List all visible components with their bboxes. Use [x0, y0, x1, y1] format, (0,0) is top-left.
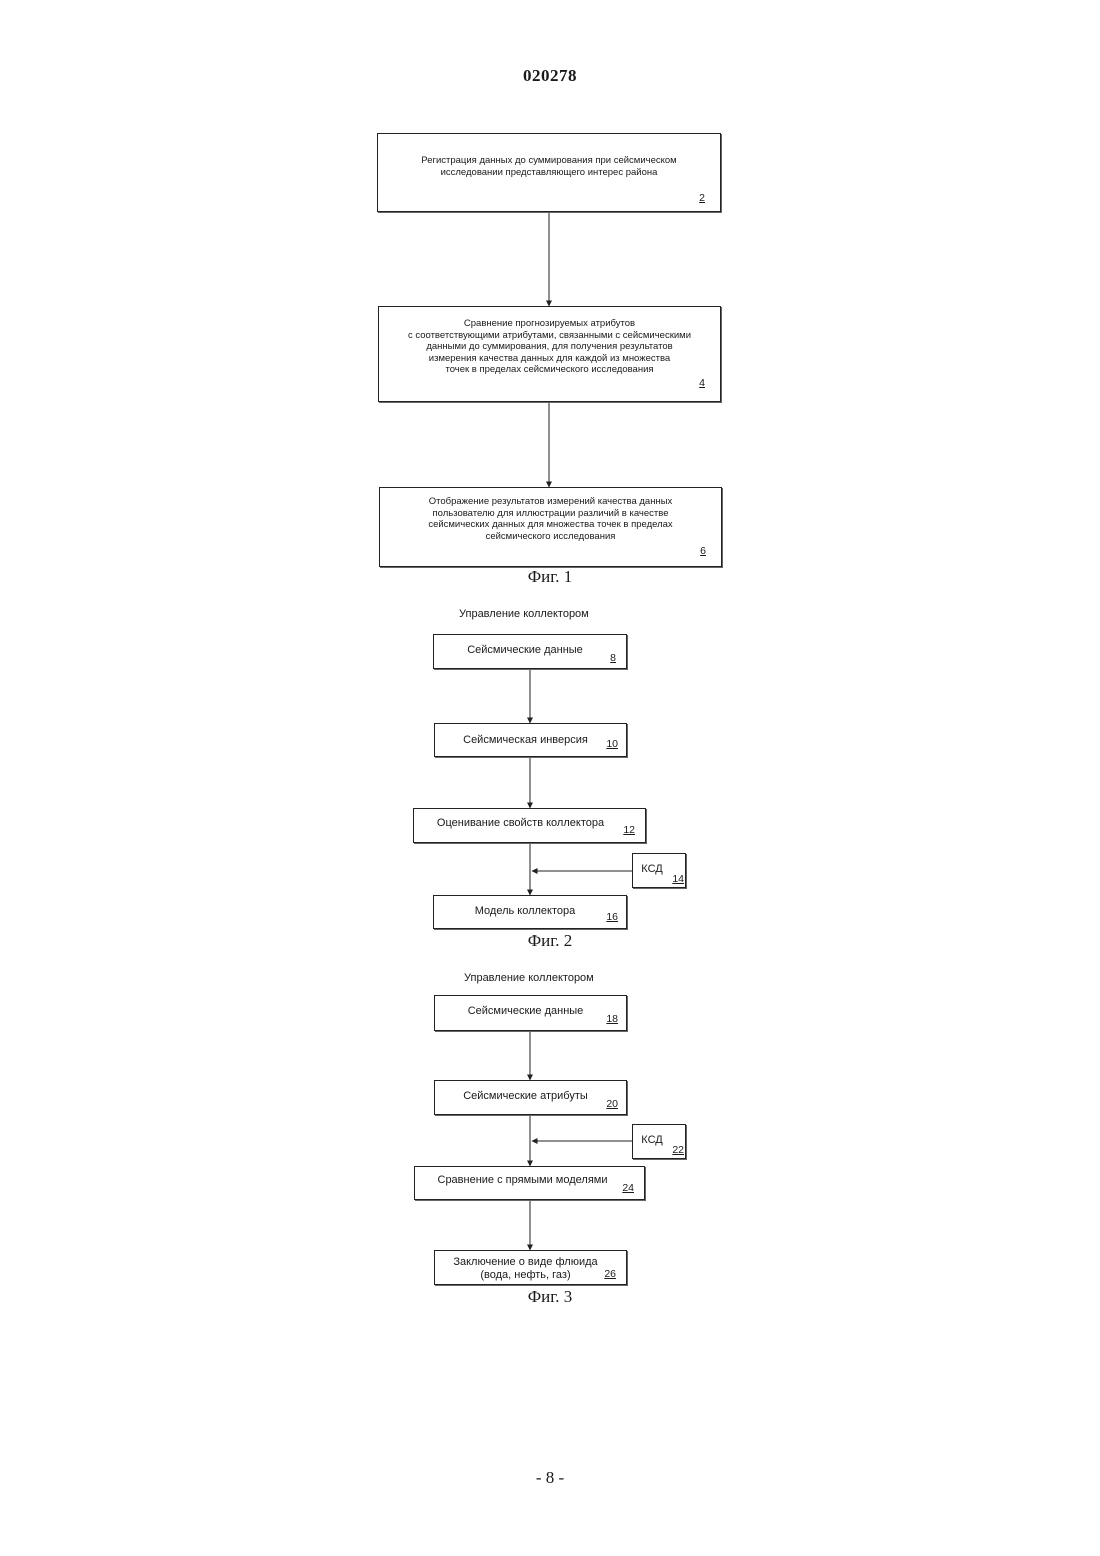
fig3-box-seismic-data-text: Сейсмические данные — [435, 1005, 616, 1018]
fig1-box-comparison-text: Сравнение прогнозируемых атрибутов с соо… — [379, 318, 720, 376]
fig2-box-reservoir-model: Модель коллектора 16 — [433, 895, 627, 929]
fig3-title: Управление коллектором — [464, 972, 594, 984]
fig3-box-ksd: КСД 22 — [632, 1124, 686, 1159]
fig1-box-comparison: Сравнение прогнозируемых атрибутов с соо… — [378, 306, 721, 402]
fig2-box-reservoir-estimation: Оценивание свойств коллектора 12 — [413, 808, 646, 843]
fig3-box-ksd-text: КСД — [633, 1134, 671, 1147]
fig3-box-fluid-conclusion-text: Заключение о виде флюида (вода, нефть, г… — [435, 1256, 616, 1282]
fig3-box-forward-models-text: Сравнение с прямыми моделями — [415, 1174, 630, 1187]
fig2-box-reservoir-model-text: Модель коллектора — [434, 905, 616, 918]
fig1-box-registration-text: Регистрация данных до суммирования при с… — [378, 155, 720, 178]
page-number: - 8 - — [0, 1468, 1100, 1488]
fig3-box-fluid-conclusion: Заключение о виде флюида (вода, нефть, г… — [434, 1250, 627, 1285]
fig2-box-reservoir-estimation-text: Оценивание свойств коллектора — [414, 817, 627, 830]
fig2-ref-16: 16 — [606, 911, 618, 923]
fig3-ref-18: 18 — [606, 1013, 618, 1025]
fig2-caption: Фиг. 2 — [450, 931, 650, 951]
fig2-box-seismic-data-text: Сейсмические данные — [434, 644, 616, 657]
fig1-caption: Фиг. 1 — [450, 567, 650, 587]
fig3-box-seismic-attributes-text: Сейсмические атрибуты — [435, 1090, 616, 1103]
fig2-box-seismic-data: Сейсмические данные 8 — [433, 634, 627, 669]
fig2-box-seismic-inversion: Сейсмическая инверсия 10 — [434, 723, 627, 757]
fig3-ref-20: 20 — [606, 1098, 618, 1110]
fig3-box-seismic-attributes: Сейсмические атрибуты 20 — [434, 1080, 627, 1115]
fig2-ref-12: 12 — [623, 824, 635, 836]
fig1-ref-4: 4 — [699, 377, 705, 389]
fig2-ref-14: 14 — [672, 873, 684, 885]
fig3-caption: Фиг. 3 — [450, 1287, 650, 1307]
fig3-ref-26: 26 — [604, 1268, 616, 1280]
fig3-box-seismic-data: Сейсмические данные 18 — [434, 995, 627, 1031]
fig2-ref-10: 10 — [606, 738, 618, 750]
fig3-box-forward-models: Сравнение с прямыми моделями 24 — [414, 1166, 645, 1200]
fig3-ref-24: 24 — [622, 1182, 634, 1194]
fig2-box-ksd-text: КСД — [633, 863, 671, 876]
fig1-box-display: Отображение результатов измерений качест… — [379, 487, 722, 567]
fig1-box-display-text: Отображение результатов измерений качест… — [380, 496, 721, 542]
fig2-box-ksd: КСД 14 — [632, 853, 686, 888]
fig1-ref-6: 6 — [700, 545, 706, 557]
fig2-box-seismic-inversion-text: Сейсмическая инверсия — [435, 734, 616, 747]
fig2-ref-8: 8 — [610, 652, 616, 664]
fig3-ref-22: 22 — [672, 1144, 684, 1156]
fig1-box-registration: Регистрация данных до суммирования при с… — [377, 133, 721, 212]
fig1-ref-2: 2 — [699, 192, 705, 204]
fig2-title: Управление коллектором — [459, 608, 589, 620]
